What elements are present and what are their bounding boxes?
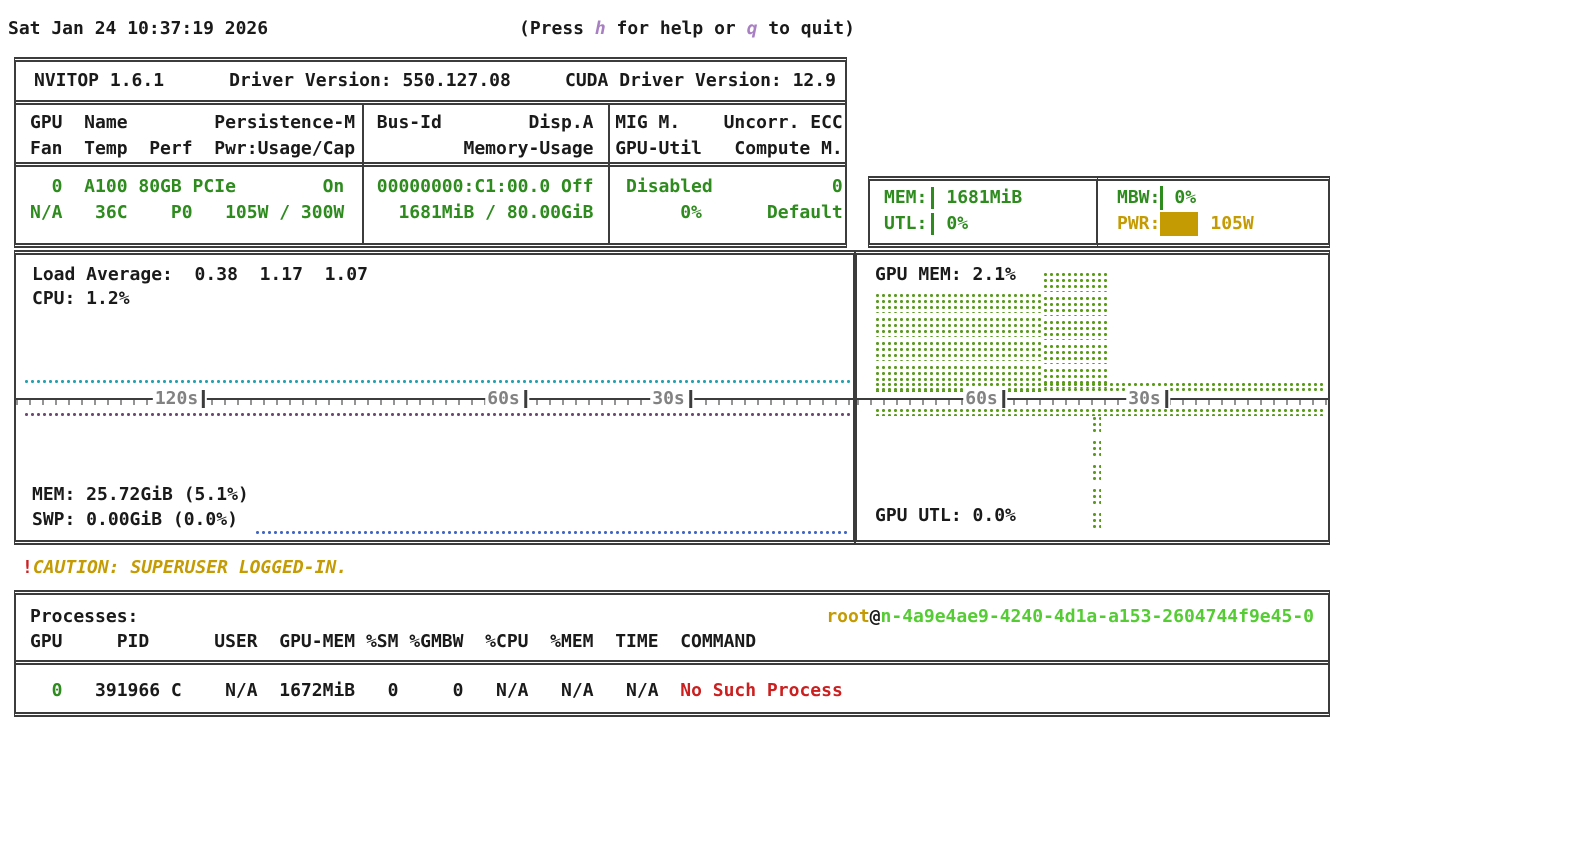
gpu-util-row: UTL: 0%: [870, 211, 1096, 237]
gpu-axis-tick-60s: 60s: [963, 387, 1007, 411]
host-time-axis: 120s 60s 30s: [16, 387, 853, 411]
gpu-mem-util-panel: MEM: 1681MiB UTL: 0%: [868, 176, 1098, 248]
tick-mark: [202, 390, 206, 408]
device-header-rows: GPU Name Persistence-M Bus-Id Disp.A MIG…: [16, 105, 845, 162]
help-prefix: (Press: [519, 18, 595, 39]
host-swp-label: SWP: 0.00GiB (0.0%): [32, 509, 238, 530]
gpu-mem-history-baseline: [875, 382, 1324, 392]
process-command: No Such Process: [680, 680, 843, 701]
tick-mark: [1001, 390, 1005, 408]
device-data-rows: 0 A100 80GB PCIe On 00000000:C1:00.0 Off…: [16, 167, 845, 226]
cpu-history-line: [24, 379, 850, 384]
process-details: 391966 C N/A 1672MiB 0 0 N/A N/A N/A: [62, 680, 681, 701]
device-data-line1: 0 A100 80GB PCIe On 00000000:C1:00.0 Off…: [30, 176, 843, 197]
help-mid: for help or: [605, 18, 747, 39]
session-hostname: n-4a9e4ae9-4240-4d1a-a153-2604744f9e45-0: [880, 606, 1314, 627]
tick-mark: [1164, 390, 1168, 408]
host-axis-tick-60s: 60s: [485, 387, 529, 411]
gpu-mem-history-peak: [1043, 272, 1107, 392]
cpu-percent-label: CPU: 1.2%: [32, 288, 130, 309]
gpu-mem-history-plateau: [875, 293, 1043, 392]
processes-divider: [16, 660, 1328, 665]
process-row[interactable]: 0 391966 C N/A 1672MiB 0 0 N/A N/A N/A N…: [16, 678, 1328, 703]
help-suffix: to quit): [757, 18, 855, 39]
tick-label-60s: 60s: [965, 388, 998, 409]
load-average-label: Load Average: 0.38 1.17 1.07: [32, 264, 368, 285]
device-panel: NVITOP 1.6.1 Driver Version: 550.127.08 …: [14, 57, 847, 248]
host-swp-history-line: [255, 530, 850, 535]
host-axis-tick-30s: 30s: [650, 387, 694, 411]
device-panel-divider-2: [16, 162, 845, 167]
gpu-axis-ticks: [857, 398, 1328, 405]
processes-panel: Processes: root@n-4a9e4ae9-4240-4d1a-a15…: [14, 590, 1330, 717]
gpu-util-label: UTL:: [884, 213, 928, 234]
gpu-mbw-label: MBW:: [1117, 187, 1161, 208]
tick-mark: [523, 390, 527, 408]
processes-title-row: Processes: root@n-4a9e4ae9-4240-4d1a-a15…: [16, 604, 1328, 629]
gpu-util-history-spike: [1092, 416, 1101, 528]
gpu-pwr-value: 105W: [1210, 213, 1254, 234]
tick-label-120s: 120s: [154, 388, 199, 409]
gpu-mbw-gauge: [1160, 186, 1164, 210]
caution-bang: !: [22, 557, 33, 578]
tick-label-30s: 30s: [652, 388, 685, 409]
help-key-h: h: [594, 18, 606, 39]
gpu-pwr-row: PWR: 105W: [1098, 211, 1328, 237]
gpu-time-axis: 60s 30s: [857, 387, 1328, 411]
session-user: root: [826, 606, 870, 627]
device-header-line1: GPU Name Persistence-M Bus-Id Disp.A MIG…: [30, 112, 843, 133]
device-column-divider-2: [608, 105, 610, 243]
device-header-line2: Fan Temp Perf Pwr:Usage/Cap Memory-Usage…: [30, 138, 843, 159]
process-gpu-id: 0: [30, 680, 63, 701]
tick-label-60s: 60s: [487, 388, 520, 409]
host-mem-history-line: [24, 412, 850, 417]
clock-date: Sat Jan 24 10:37:19 2026: [8, 18, 269, 39]
gpu-mbw-row: MBW: 0%: [1098, 185, 1328, 211]
device-data-line2: N/A 36C P0 105W / 300W 1681MiB / 80.00Gi…: [30, 202, 843, 223]
host-axis-ticks: [16, 398, 853, 405]
session-identity: root@n-4a9e4ae9-4240-4d1a-a153-2604744f9…: [826, 604, 1314, 629]
nvitop-title-line: NVITOP 1.6.1 Driver Version: 550.127.08 …: [34, 70, 836, 91]
gpu-mbw-value: 0%: [1174, 187, 1197, 208]
processes-header-row: GPU PID USER GPU-MEM %SM %GMBW %CPU %MEM…: [30, 631, 757, 652]
gpu-util-history-baseline: [875, 408, 1324, 416]
gpu-mem-row: MEM: 1681MiB: [870, 185, 1096, 211]
device-column-divider-1: [362, 105, 364, 243]
gpu-mem-label: MEM:: [884, 187, 928, 208]
gpu-graph-panel: GPU MEM: 2.1% 60s 30s GPU UTL: 0.0%: [855, 250, 1330, 545]
gpu-mem-percent-label: GPU MEM: 2.1%: [875, 264, 1016, 285]
processes-title: Processes:: [30, 606, 139, 627]
gpu-axis-tick-30s: 30s: [1126, 387, 1170, 411]
gpu-util-gauge: [931, 213, 935, 235]
gpu-mem-gauge: [931, 187, 935, 209]
gpu-pwr-bar: [1160, 212, 1199, 236]
gpu-mbw-pwr-panel: MBW: 0% PWR: 105W: [1098, 176, 1330, 248]
help-key-q: q: [746, 18, 758, 39]
help-hint: (Press h for help or q to quit): [519, 18, 855, 40]
gpu-pwr-label: PWR:: [1117, 213, 1161, 234]
host-mem-label: MEM: 25.72GiB (5.1%): [32, 484, 249, 505]
caution-text: CAUTION: SUPERUSER LOGGED-IN.: [32, 557, 348, 578]
gpu-mem-value: 1681MiB: [946, 187, 1023, 208]
gpu-util-value: 0%: [946, 213, 969, 234]
host-graph-panel: Load Average: 0.38 1.17 1.07 CPU: 1.2% 1…: [14, 250, 855, 545]
host-axis-tick-120s: 120s: [152, 387, 208, 411]
session-at: @: [869, 606, 881, 627]
tick-mark: [688, 390, 692, 408]
device-panel-divider-1: [16, 100, 845, 105]
tick-label-30s: 30s: [1128, 388, 1161, 409]
gpu-util-percent-label: GPU UTL: 0.0%: [875, 505, 1016, 526]
caution-message: !CAUTION: SUPERUSER LOGGED-IN.: [22, 556, 347, 580]
